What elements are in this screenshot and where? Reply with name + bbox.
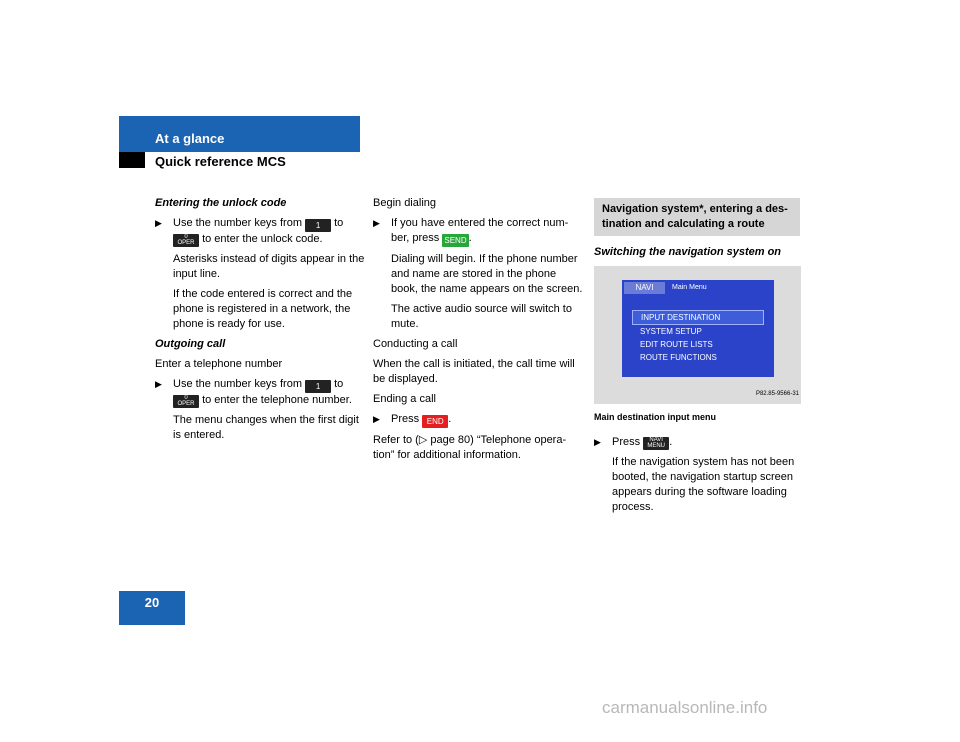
bullet-arrow-icon: ▶	[155, 379, 162, 389]
paragraph: Begin dialing	[373, 197, 436, 209]
column-3: Navigation system*, entering a des-tinat…	[594, 198, 804, 520]
paragraph: Refer to (▷ page 80) “Telephone opera-ti…	[373, 434, 567, 461]
screen-title: Main Menu	[672, 284, 707, 291]
header-subtitle: Quick reference MCS	[155, 154, 286, 169]
heading-outgoing-call: Outgoing call	[155, 338, 226, 350]
paragraph: When the call is initiated, the call tim…	[373, 358, 575, 385]
bullet-arrow-icon: ▶	[155, 218, 162, 228]
send-key-icon: SEND	[442, 234, 469, 247]
bullet-arrow-icon: ▶	[373, 414, 380, 424]
paragraph: Enter a telephone number	[155, 358, 283, 370]
menu-item-system-setup: SYSTEM SETUP	[640, 327, 702, 336]
section-title-box: Navigation system*, entering a des-tinat…	[594, 198, 800, 236]
heading-unlock-code: Entering the unlock code	[155, 197, 287, 209]
navi-tab: NAVI	[624, 282, 665, 294]
header-title: At a glance	[155, 131, 225, 146]
paragraph: The menu changes when the first digit is…	[173, 414, 359, 441]
paragraph: If the navigation system has not been bo…	[612, 456, 795, 513]
paragraph: Conducting a call	[373, 338, 458, 350]
column-1: Entering the unlock code ▶ Use the numbe…	[155, 196, 365, 448]
watermark: carmanualsonline.info	[602, 698, 768, 717]
step-send: ▶ If you have entered the correct num-be…	[373, 217, 569, 247]
paragraph: Dialing will begin. If the phone number …	[391, 253, 583, 295]
figure-code: P82.85-9566-31	[755, 391, 799, 397]
key-1-icon: 1	[305, 219, 332, 232]
heading-nav-on: Switching the navigation system on	[594, 246, 782, 258]
header-band	[119, 116, 360, 152]
navigation-screen-figure: NAVI Main Menu INPUT DESTINATION SYSTEM …	[594, 266, 801, 404]
bullet-arrow-icon: ▶	[594, 437, 601, 447]
page-number: 20	[119, 591, 185, 625]
menu-item-edit-route-lists: EDIT ROUTE LISTS	[640, 340, 713, 349]
navigation-screen: NAVI Main Menu INPUT DESTINATION SYSTEM …	[622, 280, 774, 377]
header-marker	[119, 152, 145, 168]
paragraph: Ending a call	[373, 393, 436, 405]
menu-item-input-destination: INPUT DESTINATION	[632, 310, 764, 325]
step-end: ▶ Press END.	[373, 413, 452, 428]
end-key-icon: END	[422, 415, 449, 428]
screen-menu: INPUT DESTINATION SYSTEM SETUP EDIT ROUT…	[632, 310, 764, 364]
menu-item-route-functions: ROUTE FUNCTIONS	[640, 353, 717, 362]
figure-caption: Main destination input menu	[594, 412, 716, 422]
key-1-icon: 1	[305, 380, 332, 393]
column-2: Begin dialing ▶ If you have entered the …	[373, 196, 585, 468]
bullet-arrow-icon: ▶	[373, 218, 380, 228]
paragraph: Asterisks instead of digits appear in th…	[173, 253, 365, 280]
paragraph: The active audio source will switch to m…	[391, 303, 572, 330]
paragraph: If the code entered is correct and the p…	[173, 288, 353, 330]
